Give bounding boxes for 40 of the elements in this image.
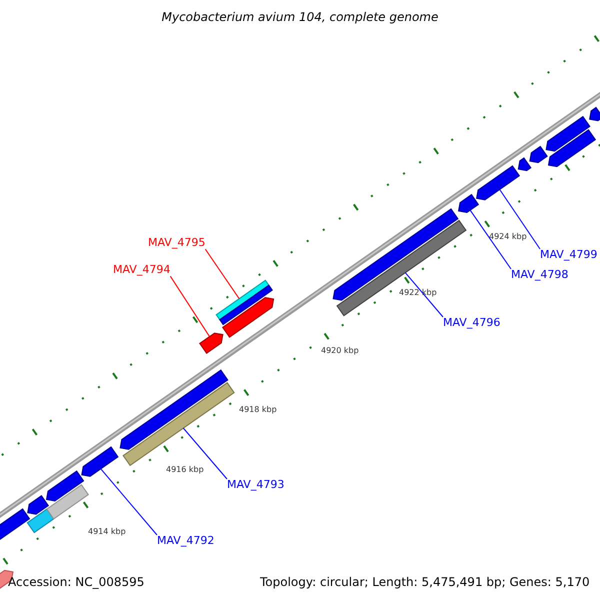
leader-line [499,189,540,250]
leader-line [404,272,444,318]
scale-label: 4922 kbp [399,288,437,298]
gene-feature [476,165,520,200]
scale-label: 4924 kbp [489,232,527,242]
gene-feature [518,157,532,172]
gene-label: MAV_4793 [227,478,284,492]
leader-line [170,276,210,338]
gene-label: MAV_4792 [157,534,214,548]
leader-line [204,248,240,300]
gene-label: MAV_4799 [540,248,598,262]
gene-label: MAV_4794 [113,263,170,276]
gene-feature [458,194,480,213]
gene-feature [546,116,590,152]
gene-feature [199,332,224,354]
scale-label: 4916 kbp [166,465,204,475]
gene-feature [222,297,274,338]
gene-feature [589,106,600,122]
genome-summary-text: Topology: circular; Length: 5,475,491 bp; Genes: 5,170 [260,575,590,590]
accession-text: Accession: NC_008595 [8,575,144,590]
gene-bar [122,382,235,466]
gene-feature [529,146,548,164]
gene-label: MAV_4796 [443,316,500,330]
scale-label: 4920 kbp [321,346,359,356]
gene-label: MAV_4795 [148,236,206,250]
gene-feature [332,208,459,301]
leader-line [470,210,512,270]
gene-bar [216,280,273,326]
leader-line [100,468,158,536]
gene-feature [548,129,596,168]
gene-feature [46,470,84,502]
gene-bar [26,484,89,534]
gene-feature [81,446,119,477]
scale-label: 4914 kbp [88,527,126,537]
gene-feature [120,369,228,450]
title: Mycobacterium avium 104, complete genome [160,10,440,24]
scale-label: 4918 kbp [239,405,277,415]
leader-line [182,428,228,480]
gene-bar [336,220,467,316]
gene-label: MAV_4798 [511,268,568,282]
